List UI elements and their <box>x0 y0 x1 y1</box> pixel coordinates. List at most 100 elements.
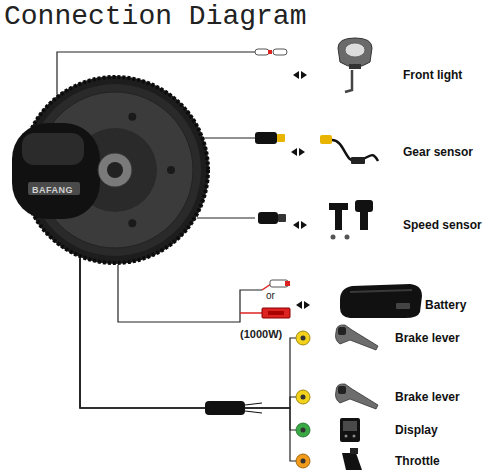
front-light-plug <box>255 49 269 55</box>
front-light-icon <box>338 38 372 92</box>
component-box: Gear sensor <box>255 120 495 172</box>
front-light-icon <box>338 38 372 67</box>
throttle-icon <box>342 453 362 470</box>
gear-sensor-plug <box>277 134 285 142</box>
cable-wire <box>197 217 255 218</box>
speed-sensor-icon <box>329 200 373 240</box>
speed-sensor-icon <box>335 208 342 230</box>
connect-symbol <box>296 301 302 309</box>
cable-wire <box>80 258 296 408</box>
brake-plug-dot <box>301 336 306 341</box>
throttle-plug-dot <box>296 454 310 468</box>
speed-sensor-plug <box>258 212 286 224</box>
brake-plug-dot <box>296 331 310 345</box>
speed-sensor-plug <box>278 214 286 222</box>
connect-symbol <box>299 148 305 156</box>
component-label: Brake lever <box>395 389 460 405</box>
component-box: Brake lever <box>296 384 495 410</box>
cable-wire <box>80 258 296 461</box>
component-box: Battery <box>262 278 495 323</box>
brake-lever-icon <box>336 325 379 350</box>
connect-symbol <box>291 71 310 309</box>
motor-drawing <box>20 75 210 265</box>
display-icon <box>345 435 348 438</box>
chainring-bolt <box>128 219 136 227</box>
brake-plug-dot <box>301 395 306 400</box>
motor-housing <box>12 123 100 219</box>
motor-housing <box>22 133 84 165</box>
display-icon <box>340 418 360 442</box>
battery-icon <box>396 303 410 309</box>
component-box: Throttle <box>296 448 495 474</box>
battery-icon <box>350 290 412 292</box>
connect-symbol <box>301 221 307 229</box>
front-light-icon <box>345 70 352 92</box>
chainring-bolt <box>167 166 175 174</box>
chainring-bolt <box>128 113 136 121</box>
component-label: Battery <box>425 297 466 313</box>
crank-spline <box>107 162 123 178</box>
brake-lever-icon <box>336 384 379 409</box>
cable-wire <box>204 137 255 138</box>
component-label: Gear sensor <box>403 144 473 160</box>
gear-sensor-icon <box>351 157 365 164</box>
brake-lever-icon <box>338 327 346 335</box>
brake-plug-dot <box>296 331 310 404</box>
component-box: Brake lever <box>296 325 495 351</box>
connect-symbol <box>291 148 297 156</box>
speed-sensor-icon <box>331 235 336 240</box>
gear-sensor-plug <box>255 132 285 144</box>
connect-symbol <box>301 71 307 79</box>
harness-plug <box>205 401 245 415</box>
cable-wire <box>118 265 262 322</box>
gear-sensor-icon <box>320 135 378 164</box>
throttle-plug-dot <box>296 454 310 468</box>
front-light-plug <box>268 50 272 54</box>
battery-plug <box>240 312 262 314</box>
battery-plug <box>285 281 290 286</box>
diagram-title: Connection Diagram <box>4 0 306 34</box>
display-plug-dot <box>301 428 306 433</box>
note-label: or <box>266 289 275 302</box>
speed-sensor-plug <box>258 212 278 224</box>
display-icon <box>343 421 357 431</box>
component-label: Display <box>395 422 438 438</box>
speed-sensor-icon <box>360 210 368 230</box>
harness-plug <box>205 401 262 415</box>
battery-plug <box>268 311 284 315</box>
brake-plug-dot <box>296 390 310 404</box>
harness-plug <box>245 403 262 413</box>
component-box: Display <box>296 417 495 443</box>
throttle-icon <box>342 448 362 470</box>
battery-plug <box>262 308 290 318</box>
crank-hub <box>98 153 132 187</box>
component-label: Speed sensor <box>403 217 482 233</box>
throttle-icon <box>350 448 358 454</box>
display-plug-dot <box>296 423 310 437</box>
note-label: (1000W) <box>240 328 282 341</box>
logo-strip <box>28 182 80 195</box>
component-label: Brake lever <box>395 330 460 346</box>
gear-sensor-icon <box>320 135 332 144</box>
front-light-plug <box>255 49 287 55</box>
connect-symbol <box>293 71 299 79</box>
connect-symbol <box>293 221 299 229</box>
brand-name: BAFANG <box>32 185 73 196</box>
battery-icon <box>340 284 422 318</box>
component-label: Front light <box>403 67 462 83</box>
brake-lever-icon <box>336 325 379 409</box>
brake-lever-icon <box>338 386 346 394</box>
cable-wire <box>80 258 296 408</box>
battery-icon <box>340 284 422 318</box>
motor-unit: BAFANG <box>20 75 210 265</box>
component-box: Speed sensor <box>255 198 495 242</box>
front-light-plug <box>273 49 287 55</box>
connect-symbol <box>304 301 310 309</box>
display-icon <box>353 435 356 438</box>
cable-wire <box>80 258 296 430</box>
